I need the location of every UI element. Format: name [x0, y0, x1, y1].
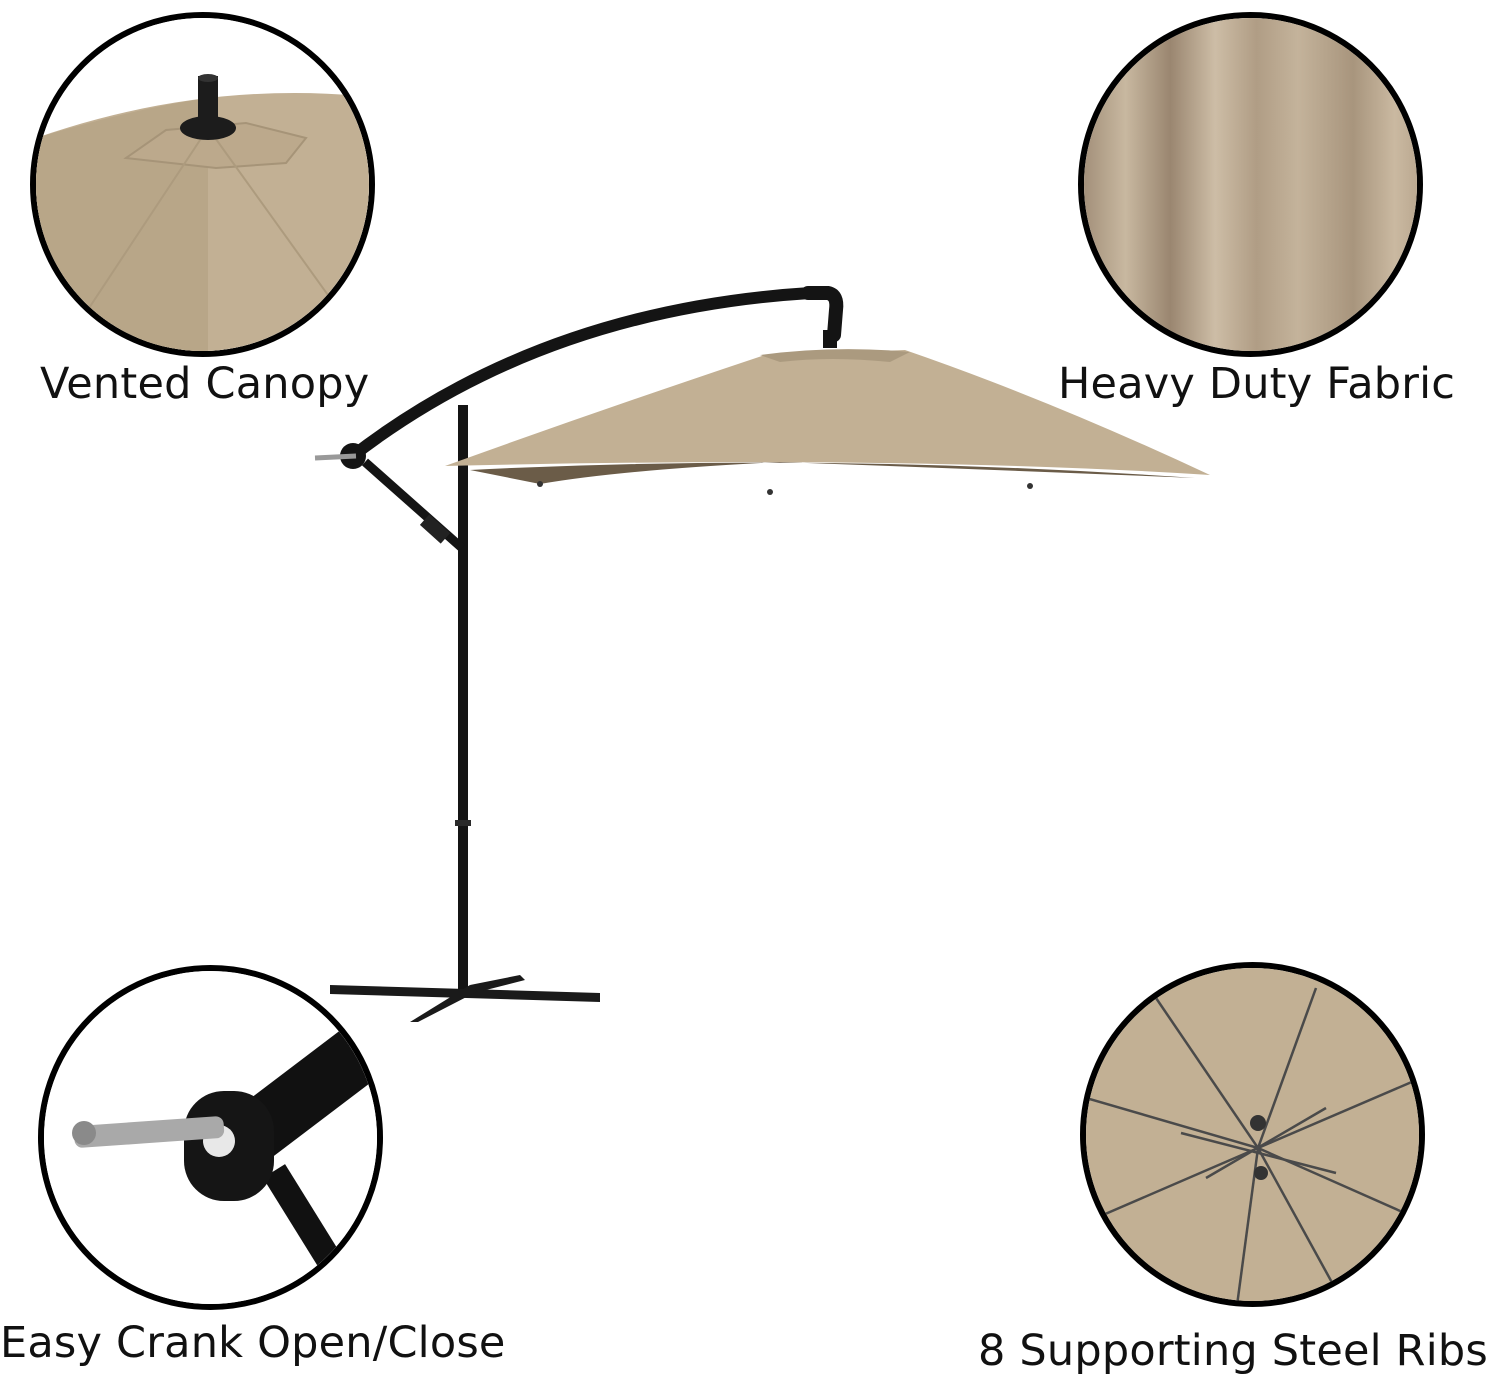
canopy — [445, 350, 1210, 475]
feature-label-heavy-duty-fabric: Heavy Duty Fabric — [1058, 359, 1456, 409]
feature-label-steel-ribs: 8 Supporting Steel Ribs — [978, 1326, 1488, 1376]
cantilever-arm — [344, 287, 816, 464]
steel-ribs-closeup — [1080, 962, 1425, 1307]
feature-label-easy-crank: Easy Crank Open/Close — [0, 1318, 506, 1368]
easy-crank-closeup — [38, 965, 383, 1310]
feature-label-vented-canopy: Vented Canopy — [40, 359, 370, 409]
heavy-duty-fabric-closeup — [1078, 12, 1423, 357]
umbrella-pole — [458, 405, 468, 990]
vented-canopy-closeup — [30, 12, 375, 357]
